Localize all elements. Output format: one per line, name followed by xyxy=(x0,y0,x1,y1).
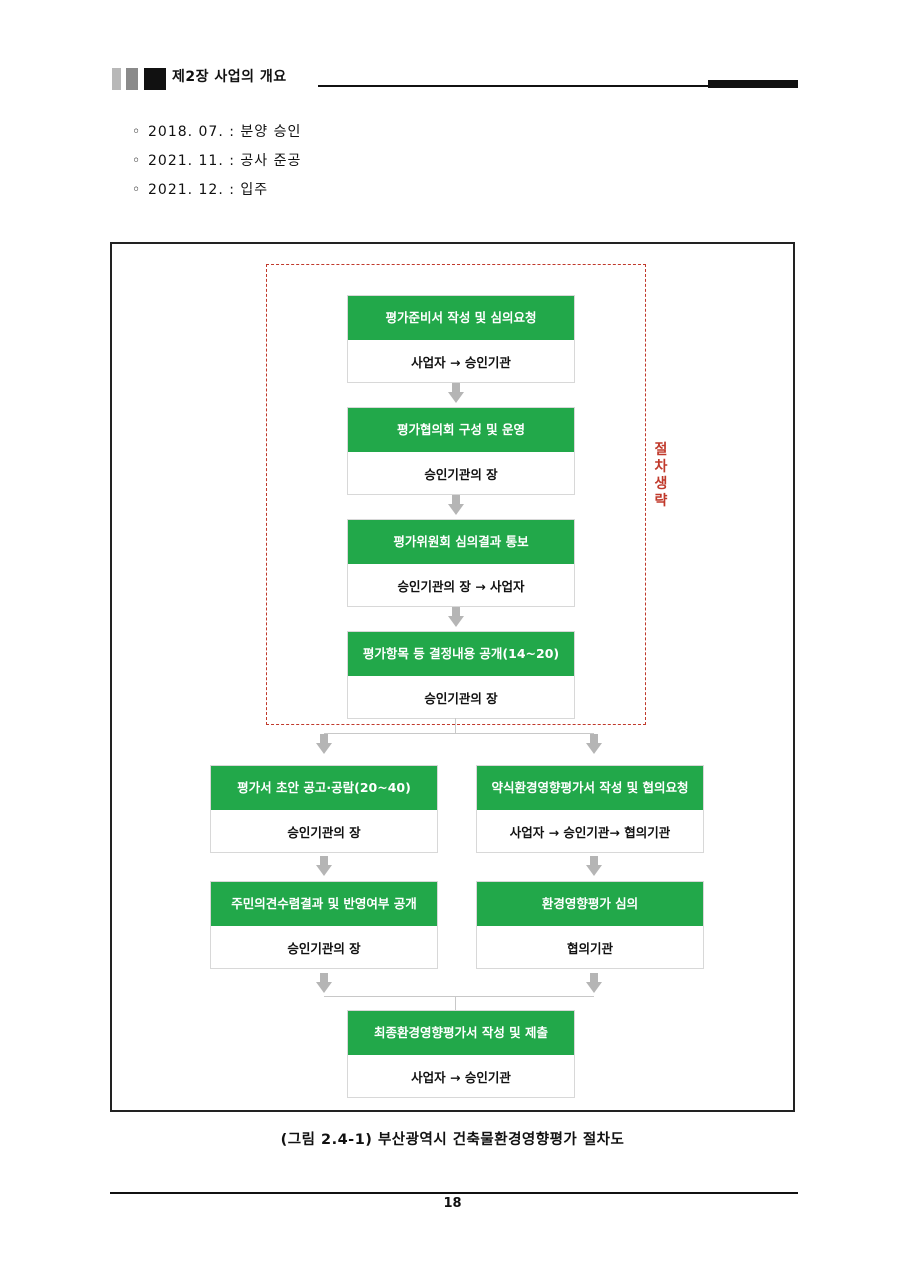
right-branch-box-2: 환경영향평가 심의 협의기관 xyxy=(477,882,703,968)
step-actor: 승인기관의 장 xyxy=(348,452,574,494)
step-actor: 협의기관 xyxy=(477,926,703,968)
omitted-procedure-label: 절차생략 xyxy=(654,442,668,509)
step-title: 약식환경영향평가서 작성 및 협의요청 xyxy=(477,766,703,810)
chapter-title: 제2장 사업의 개요 xyxy=(172,69,287,85)
header-rule xyxy=(318,85,798,87)
down-arrow-icon xyxy=(316,734,332,754)
header-gray-block-2 xyxy=(126,68,138,90)
step-actor: 승인기관의 장 xyxy=(211,810,437,852)
step-actor: 사업자 → 승인기관 xyxy=(348,1055,574,1097)
header-thick-rule xyxy=(708,80,798,88)
down-arrow-icon xyxy=(586,973,602,993)
header-gray-block-1 xyxy=(112,68,121,90)
step-title: 평가항목 등 결정내용 공개(14~20) xyxy=(348,632,574,676)
step-title: 평가협의회 구성 및 운영 xyxy=(348,408,574,452)
left-branch-box-2: 주민의견수렴결과 및 반영여부 공개 승인기관의 장 xyxy=(211,882,437,968)
step-title: 환경영향평가 심의 xyxy=(477,882,703,926)
split-connector-horizontal xyxy=(324,733,594,734)
step-box-4: 평가항목 등 결정내용 공개(14~20) 승인기관의 장 xyxy=(348,632,574,718)
step-box-2: 평가협의회 구성 및 운영 승인기관의 장 xyxy=(348,408,574,494)
step-title: 주민의견수렴결과 및 반영여부 공개 xyxy=(211,882,437,926)
step-title: 평가위원회 심의결과 통보 xyxy=(348,520,574,564)
page-number: 18 xyxy=(443,1196,462,1211)
down-arrow-icon xyxy=(316,973,332,993)
left-branch-box-1: 평가서 초안 공고·공람(20~40) 승인기관의 장 xyxy=(211,766,437,852)
split-connector-vertical xyxy=(455,718,456,734)
step-actor: 사업자 → 승인기관→ 협의기관 xyxy=(477,810,703,852)
step-box-1: 평가준비서 작성 및 심의요청 사업자 → 승인기관 xyxy=(348,296,574,382)
step-box-3: 평가위원회 심의결과 통보 승인기관의 장 → 사업자 xyxy=(348,520,574,606)
omitted-procedure-region xyxy=(266,264,646,725)
merge-connector-vertical xyxy=(455,996,456,1010)
down-arrow-icon xyxy=(448,383,464,403)
list-item: ◦2021. 11. : 공사 준공 xyxy=(132,153,302,169)
down-arrow-icon xyxy=(316,856,332,876)
down-arrow-icon xyxy=(586,856,602,876)
merge-connector-horizontal xyxy=(324,996,594,997)
figure-frame xyxy=(110,242,795,1112)
header-black-block xyxy=(144,68,166,90)
step-actor: 승인기관의 장 xyxy=(348,676,574,718)
down-arrow-icon xyxy=(586,734,602,754)
step-title: 평가준비서 작성 및 심의요청 xyxy=(348,296,574,340)
list-item: ◦2018. 07. : 분양 승인 xyxy=(132,124,302,140)
step-actor: 승인기관의 장 xyxy=(211,926,437,968)
step-title: 평가서 초안 공고·공람(20~40) xyxy=(211,766,437,810)
final-step-box: 최종환경영향평가서 작성 및 제출 사업자 → 승인기관 xyxy=(348,1011,574,1097)
step-actor: 승인기관의 장 → 사업자 xyxy=(348,564,574,606)
right-branch-box-1: 약식환경영향평가서 작성 및 협의요청 사업자 → 승인기관→ 협의기관 xyxy=(477,766,703,852)
down-arrow-icon xyxy=(448,607,464,627)
milestone-list: ◦2018. 07. : 분양 승인 ◦2021. 11. : 공사 준공 ◦2… xyxy=(132,118,301,205)
step-title: 최종환경영향평가서 작성 및 제출 xyxy=(348,1011,574,1055)
figure-caption: (그림 2.4-1) 부산광역시 건축물환경영향평가 절차도 xyxy=(280,1132,625,1148)
list-item: ◦2021. 12. : 입주 xyxy=(132,182,269,198)
step-actor: 사업자 → 승인기관 xyxy=(348,340,574,382)
down-arrow-icon xyxy=(448,495,464,515)
footer-rule xyxy=(110,1192,798,1194)
